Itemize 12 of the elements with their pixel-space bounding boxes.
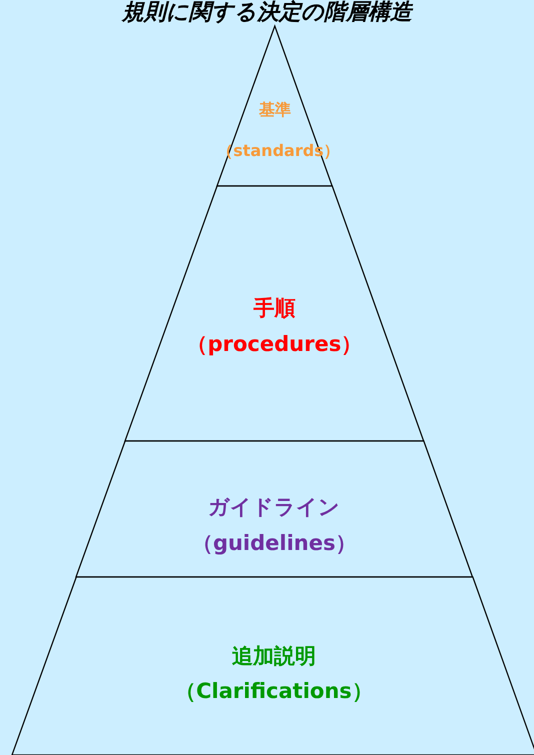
pyramid-tier — [217, 26, 332, 186]
tier-subtitle: （procedures） — [186, 331, 364, 358]
tier-subtitle: （guidelines） — [190, 530, 358, 557]
title: 規則に関する決定の階層構造 — [120, 0, 414, 26]
tier-heading: 手順 — [252, 295, 296, 322]
tier-heading: ガイドライン — [207, 494, 342, 521]
tier-subtitle: （Clarifications） — [174, 678, 374, 705]
pyramid-tier — [12, 577, 534, 755]
tier-heading: 基準 — [258, 100, 292, 121]
pyramid-tier — [125, 186, 424, 441]
pyramid-tier — [76, 441, 472, 577]
tier-heading: 追加説明 — [230, 643, 317, 670]
